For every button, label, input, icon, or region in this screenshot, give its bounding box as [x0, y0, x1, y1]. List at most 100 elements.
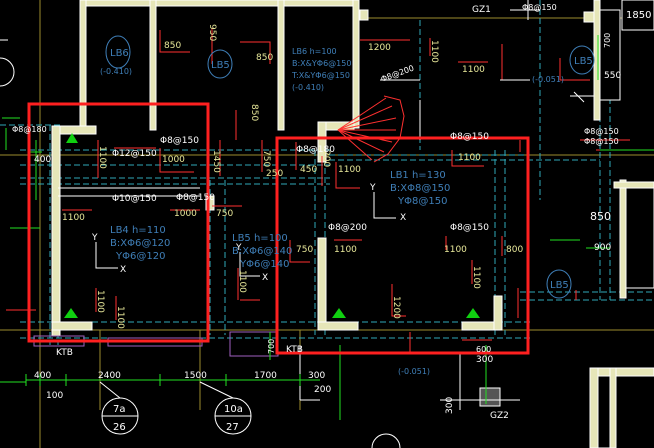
- highlight-box-right[interactable]: [275, 136, 530, 355]
- column-label-gz1: GZ1: [472, 5, 491, 15]
- beam-ktb-a: KTB: [56, 348, 73, 358]
- support-markers: [64, 133, 480, 318]
- rebar-spacing-10-150: Φ10@150: [112, 194, 157, 204]
- beam-ktb-b: KTB: [286, 345, 303, 355]
- dim-100: 100: [46, 391, 63, 401]
- rebar-1100-b: 1100: [462, 65, 485, 75]
- rebar-750-b: 750: [216, 209, 233, 219]
- leader-lines: [0, 0, 594, 410]
- rebar-1100-h: 1100: [444, 245, 467, 255]
- beam-top-b: Φ8@150: [522, 3, 557, 12]
- column-label-gz2: GZ2: [490, 411, 509, 421]
- rebar-1100-c: 1100: [97, 146, 107, 169]
- rebar-spacing-12-150: Φ12@150: [112, 149, 157, 159]
- slab-lb6-name: LB6: [110, 48, 129, 59]
- detail-7a-sheet: 26: [113, 422, 126, 433]
- beam-left-a: Φ8@180: [12, 125, 47, 134]
- slab-lb5-mid-line1: LB5 h=100: [232, 233, 288, 244]
- slab-lb1-line1: LB1 h=130: [390, 170, 446, 181]
- rebar-1100-j: 1100: [115, 306, 125, 329]
- rebar-1100-g: 1100: [334, 245, 357, 255]
- slab-lb5-top: LB5: [211, 60, 230, 71]
- detail-callouts: [99, 381, 401, 448]
- dim-700-b: 700: [603, 33, 612, 48]
- slab-lb6-detail-2: B:X&YΦ6@150: [292, 59, 351, 68]
- rebar-1000-a: 1000: [162, 155, 185, 165]
- slab-lb1-line3: YΦ8@150: [397, 196, 447, 207]
- axis-glyphs: [95, 192, 396, 277]
- slab-lb6-detail-1: LB6 h=100: [292, 47, 337, 56]
- dim-2400: 2400: [98, 371, 121, 381]
- rebar-800: 800: [506, 245, 523, 255]
- axis-x-lb4: X: [120, 265, 126, 275]
- rebar-1100-i: 1100: [95, 290, 105, 313]
- rebar-spacing-8-150-c: Φ8@150: [450, 132, 489, 142]
- rebar-1200-b: 1200: [391, 296, 401, 319]
- dim-700: 700: [267, 339, 276, 354]
- axis-y-lb5: Y: [235, 243, 242, 253]
- dim-1700: 1700: [254, 371, 277, 381]
- rebar-750-c: 750: [296, 245, 313, 255]
- rebar-850-c: 850: [249, 104, 259, 121]
- rebar-1100-d: 1100: [338, 165, 361, 175]
- rebar-1000-b: 1000: [174, 209, 197, 219]
- rebar-1100-k: 1100: [237, 270, 247, 293]
- slab-lb4-line3: YΦ6@120: [115, 251, 165, 262]
- dim-400-left: 400: [34, 155, 51, 165]
- axis-label-1850: 1850: [626, 10, 651, 21]
- rebar-750-a: 750: [261, 150, 271, 167]
- rebar-spacing-8-150-e: Φ8@150: [584, 137, 619, 146]
- axis-x-lb1: X: [400, 213, 406, 223]
- rebar-1200-a: 1200: [368, 43, 391, 53]
- detail-10a-sheet: 27: [226, 422, 239, 433]
- rebar-1100-l: 1100: [471, 266, 481, 289]
- rebar-spacing-8-180: Φ8@180: [296, 145, 335, 155]
- rebar-250: 250: [266, 169, 283, 179]
- highlight-box-left[interactable]: [27, 102, 210, 343]
- dim-900: 900: [594, 243, 611, 253]
- slab-bottom-level: (-0.051): [398, 367, 430, 376]
- rebar-850-b: 850: [256, 53, 273, 63]
- slab-lb5-right-top-level: (-0.051): [532, 75, 564, 84]
- slab-lb1-line2: B:XΦ8@150: [390, 183, 450, 194]
- dim-850: 850: [590, 210, 611, 223]
- rebar-spacing-8-200-a: Φ8@200: [328, 223, 367, 233]
- dim-400-bottom: 400: [34, 371, 51, 381]
- rebar-spacing-8-150-a: Φ8@150: [160, 136, 199, 146]
- axis-y-lb4: Y: [91, 233, 98, 243]
- rebar-200: 200: [321, 150, 331, 167]
- slab-circles: [105, 35, 595, 299]
- walls: [51, 0, 654, 448]
- slab-lb5-mid-line2: B:XΦ6@140: [232, 246, 292, 257]
- axis-x-lb5: X: [262, 273, 268, 283]
- slab-lb5-mid-line3: YΦ6@140: [239, 259, 289, 270]
- rebar-spacing-8-150-b: Φ8@150: [176, 193, 215, 203]
- beam-top-a: Φ8@150: [584, 127, 619, 136]
- rebar-850-a: 850: [164, 41, 181, 51]
- rebar-1100-a: 1100: [429, 40, 439, 63]
- dim-550: 550: [604, 71, 621, 81]
- dim-300: 300: [308, 371, 325, 381]
- rebar-1100-e: 1100: [458, 153, 481, 163]
- dim-600: 600: [476, 345, 491, 354]
- slab-lb6-level: (-0.410): [100, 67, 132, 76]
- detail-7a-number: 7a: [113, 404, 126, 415]
- rebar-1100-f: 1100: [62, 213, 85, 223]
- dim-300-b: 300: [445, 397, 455, 414]
- rebar-spacing-8-150-d: Φ8@150: [450, 223, 489, 233]
- dim-1500: 1500: [184, 371, 207, 381]
- columns: [479, 0, 654, 448]
- slab-lb6-detail-3: T:X&YΦ6@150: [291, 71, 350, 80]
- slab-lb6-detail-4: (-0.410): [292, 83, 324, 92]
- slab-lb5-right-top: LB5: [574, 56, 593, 67]
- axis-y-lb1: Y: [369, 183, 376, 193]
- detail-10a-number: 10a: [224, 404, 243, 415]
- dim-300-c: 300: [476, 355, 493, 365]
- slab-lb4-line2: B:XΦ6@120: [110, 238, 170, 249]
- rebar-950: 950: [207, 24, 217, 41]
- rebar-450: 450: [300, 165, 317, 175]
- dim-200: 200: [314, 385, 331, 395]
- slab-lb5-right: LB5: [550, 280, 569, 291]
